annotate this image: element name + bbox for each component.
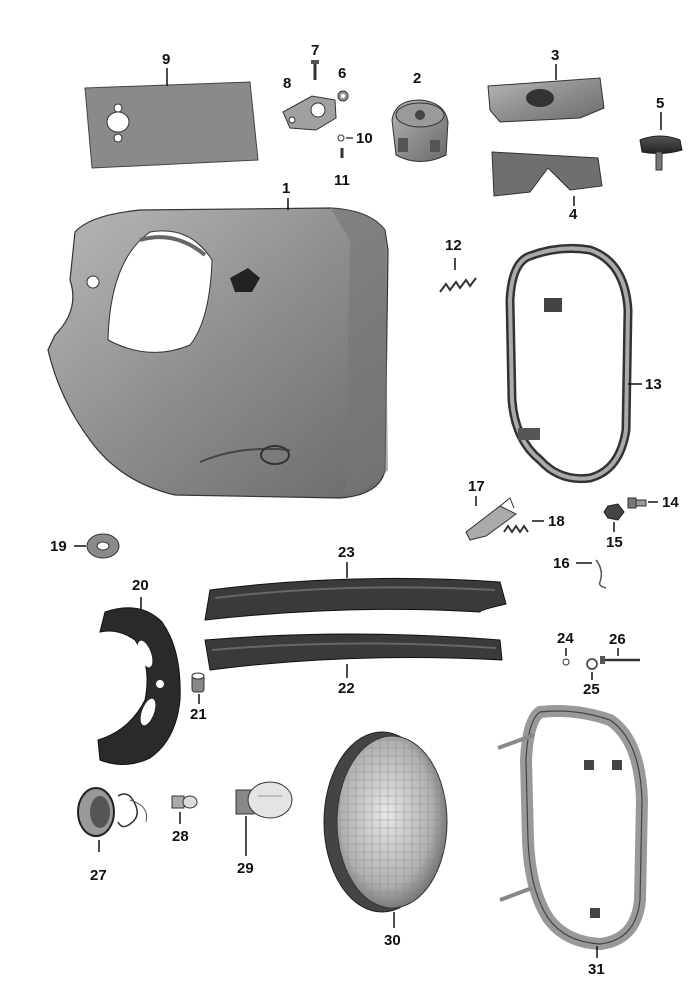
part-5-switch-knob — [639, 112, 683, 171]
label-part-7: 7 — [311, 42, 320, 59]
part-27-bulb-socket — [77, 787, 148, 852]
label-part-22: 22 — [338, 680, 355, 697]
label-part-6: 6 — [338, 65, 347, 82]
part-24-washer-small — [562, 648, 570, 666]
part-8-mounting-plate — [282, 95, 337, 131]
part-4-switch-gasket — [491, 151, 603, 206]
label-part-4: 4 — [569, 206, 578, 223]
label-part-2: 2 — [413, 70, 422, 87]
label-part-28: 28 — [172, 828, 189, 845]
label-part-11: 11 — [334, 172, 350, 189]
label-part-27: 27 — [90, 867, 107, 884]
label-part-13: 13 — [645, 376, 662, 393]
label-part-26: 26 — [609, 631, 626, 648]
label-part-18: 18 — [548, 513, 565, 530]
part-25-ring — [586, 658, 598, 680]
label-part-16: 16 — [553, 555, 570, 572]
part-12-spring — [439, 258, 477, 293]
part-21-bushing — [191, 672, 205, 704]
part-10-small-washer — [337, 134, 353, 142]
label-part-17: 17 — [468, 478, 485, 495]
part-7-screw — [311, 60, 319, 80]
part-31-headlight-rim — [497, 705, 649, 958]
part-18-clip-spring — [503, 520, 544, 534]
part-20-rubber-bracket — [97, 597, 181, 765]
part-17-clip — [465, 496, 517, 541]
part-3-switch-cover — [487, 64, 605, 123]
part-29-headlight-bulb — [235, 781, 293, 856]
part-19-grommet — [74, 533, 120, 559]
part-16-wire — [576, 559, 607, 589]
part-13-headlight-ring-bracket — [505, 244, 642, 484]
part-26-long-screw — [600, 648, 640, 664]
label-part-12: 12 — [445, 237, 462, 254]
label-part-23: 23 — [338, 544, 355, 561]
label-part-15: 15 — [606, 534, 623, 551]
part-22-lower-seal-strip — [204, 633, 503, 678]
label-part-25: 25 — [583, 681, 600, 698]
label-part-14: 14 — [662, 494, 679, 511]
label-part-24: 24 — [557, 630, 574, 647]
part-14-bolt — [627, 497, 658, 509]
part-2-switch-assembly — [391, 99, 449, 162]
label-part-19: 19 — [50, 538, 67, 555]
label-part-1: 1 — [282, 180, 291, 197]
part-28-pilot-bulb — [171, 795, 198, 824]
label-part-3: 3 — [551, 47, 560, 64]
label-part-10: 10 — [356, 130, 373, 147]
label-part-29: 29 — [237, 860, 254, 877]
part-6-washer — [337, 90, 349, 102]
label-part-20: 20 — [132, 577, 149, 594]
part-30-headlight-lens — [323, 731, 448, 928]
part-15-nut — [603, 503, 625, 532]
part-9-gasket-plate — [84, 68, 259, 169]
label-part-30: 30 — [384, 932, 401, 949]
label-part-8: 8 — [283, 75, 292, 92]
label-part-21: 21 — [190, 706, 207, 723]
label-part-5: 5 — [656, 95, 665, 112]
label-part-9: 9 — [162, 51, 171, 68]
part-23-upper-seal-strip — [204, 562, 507, 621]
part-1-headlight-housing-cowl — [47, 198, 389, 499]
label-part-31: 31 — [588, 961, 605, 978]
